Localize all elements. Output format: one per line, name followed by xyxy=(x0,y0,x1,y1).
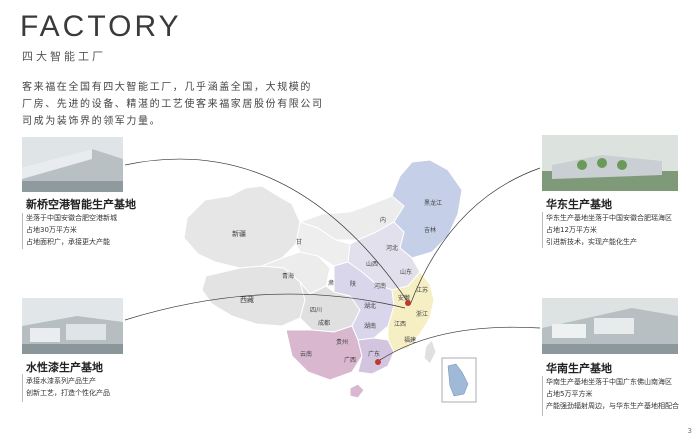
desc-line: 创新工艺，打造个性化产品 xyxy=(26,389,110,397)
label-chengdu: 成都 xyxy=(318,319,330,327)
divider xyxy=(22,374,23,402)
label-anhui: 安徽 xyxy=(398,294,410,302)
label-xinjiang: 新疆 xyxy=(232,229,246,238)
desc-line: 产能强劲辐射周边，与华东生产基地相配合 xyxy=(546,402,679,410)
label-su: 肃 xyxy=(328,279,334,287)
xinqiao-factory-photo xyxy=(22,137,123,192)
desc-line: 坐落于中国安徽合肥空港新城 xyxy=(26,214,117,222)
east-base-name: 华东生产基地 xyxy=(546,198,612,211)
divider xyxy=(542,376,543,416)
intro-line: 厂房、先进的设备、精湛的工艺使客来福家居股份有限公司 xyxy=(22,99,324,110)
xinqiao-base-name: 新桥空港智能生产基地 xyxy=(26,198,136,211)
label-jiangsu: 江苏 xyxy=(416,286,428,294)
label-hunan: 湖南 xyxy=(364,322,376,330)
desc-line: 占地面积广，承接更大产能 xyxy=(26,238,110,246)
desc-line: 占地30万平方米 xyxy=(26,226,77,234)
label-hebei: 河北 xyxy=(386,244,398,252)
page-title: FACTORY xyxy=(20,10,182,43)
intro-line: 客来福在全国有四大智能工厂，几乎涵盖全国，大规模的 xyxy=(22,82,312,93)
label-henan: 河南 xyxy=(374,282,386,290)
region-southwest xyxy=(285,325,363,381)
divider xyxy=(22,213,23,249)
xinqiao-base-desc: 坐落于中国安徽合肥空港新城 占地30万平方米 占地面积广，承接更大产能 xyxy=(26,212,117,248)
line-waterpaint xyxy=(124,293,406,321)
south-factory-photo xyxy=(542,298,678,354)
south-base-desc: 华南生产基地坐落于中国广东佛山南海区 占地5万平方米 产能强劲辐射周边，与华东生… xyxy=(546,376,679,412)
south-base-name: 华南生产基地 xyxy=(546,362,612,375)
label-guizhou: 贵州 xyxy=(336,338,348,346)
label-guangdong: 广东 xyxy=(368,350,380,358)
label-jilin: 吉林 xyxy=(424,226,436,234)
east-base-desc: 华东生产基地坐落于中国安徽合肥瑶海区 占地12万平方米 引进新技术，实现产能化生… xyxy=(546,212,672,248)
label-shaanxi: 陕 xyxy=(350,280,356,288)
desc-line: 承接水漆系列产品生产 xyxy=(26,377,96,385)
label-jiangxi: 江西 xyxy=(394,321,406,328)
marker-hefei xyxy=(405,300,411,306)
region-northeast xyxy=(391,159,463,259)
waterpaint-base-desc: 承接水漆系列产品生产 创新工艺，打造个性化产品 xyxy=(26,375,110,399)
line-south xyxy=(379,326,541,361)
label-shanxi: 山西 xyxy=(366,260,378,268)
desc-line: 占地5万平方米 xyxy=(546,390,593,398)
label-guangxi: 广西 xyxy=(344,356,356,364)
label-sichuan: 四川 xyxy=(310,307,322,314)
divider xyxy=(542,212,543,248)
label-zhejiang: 浙江 xyxy=(416,310,428,318)
desc-line: 华南生产基地坐落于中国广东佛山南海区 xyxy=(546,378,672,386)
intro-line: 司成为装饰界的领军力量。 xyxy=(22,116,162,127)
desc-line: 华东生产基地坐落于中国安徽合肥瑶海区 xyxy=(546,214,672,222)
waterpaint-base-name: 水性漆生产基地 xyxy=(26,361,103,374)
region-qinghai xyxy=(261,251,331,295)
page-number: 3 xyxy=(687,427,692,435)
marker-foshan xyxy=(375,359,381,365)
region-hainan xyxy=(349,383,365,399)
desc-line: 占地12万平方米 xyxy=(546,226,597,234)
label-yunnan: 云南 xyxy=(300,350,312,358)
label-heilongjiang: 黑龙江 xyxy=(424,199,442,207)
label-fujian: 福建 xyxy=(404,336,416,344)
intro-text: 客来福在全国有四大智能工厂，几乎涵盖全国，大规模的 厂房、先进的设备、精湛的工艺… xyxy=(22,79,322,130)
south-sea-islands xyxy=(447,363,469,397)
page-subtitle: 四大智能工厂 xyxy=(22,50,106,63)
line-east xyxy=(409,167,541,306)
label-hubei: 湖北 xyxy=(364,302,376,310)
label-xizang: 西藏 xyxy=(240,295,254,304)
east-factory-photo xyxy=(542,135,678,191)
region-guangdong xyxy=(357,337,395,375)
region-taiwan xyxy=(423,339,437,365)
line-xinqiao xyxy=(124,158,409,303)
label-neimeng: 内 xyxy=(380,216,386,224)
desc-line: 引进新技术，实现产能化生产 xyxy=(546,238,637,246)
label-qinghai: 青海 xyxy=(282,272,294,280)
region-xinjiang xyxy=(183,185,301,269)
waterpaint-factory-photo xyxy=(22,298,123,354)
region-east xyxy=(387,271,435,353)
label-shandong: 山东 xyxy=(400,268,412,276)
label-gansu: 甘 xyxy=(296,238,302,246)
